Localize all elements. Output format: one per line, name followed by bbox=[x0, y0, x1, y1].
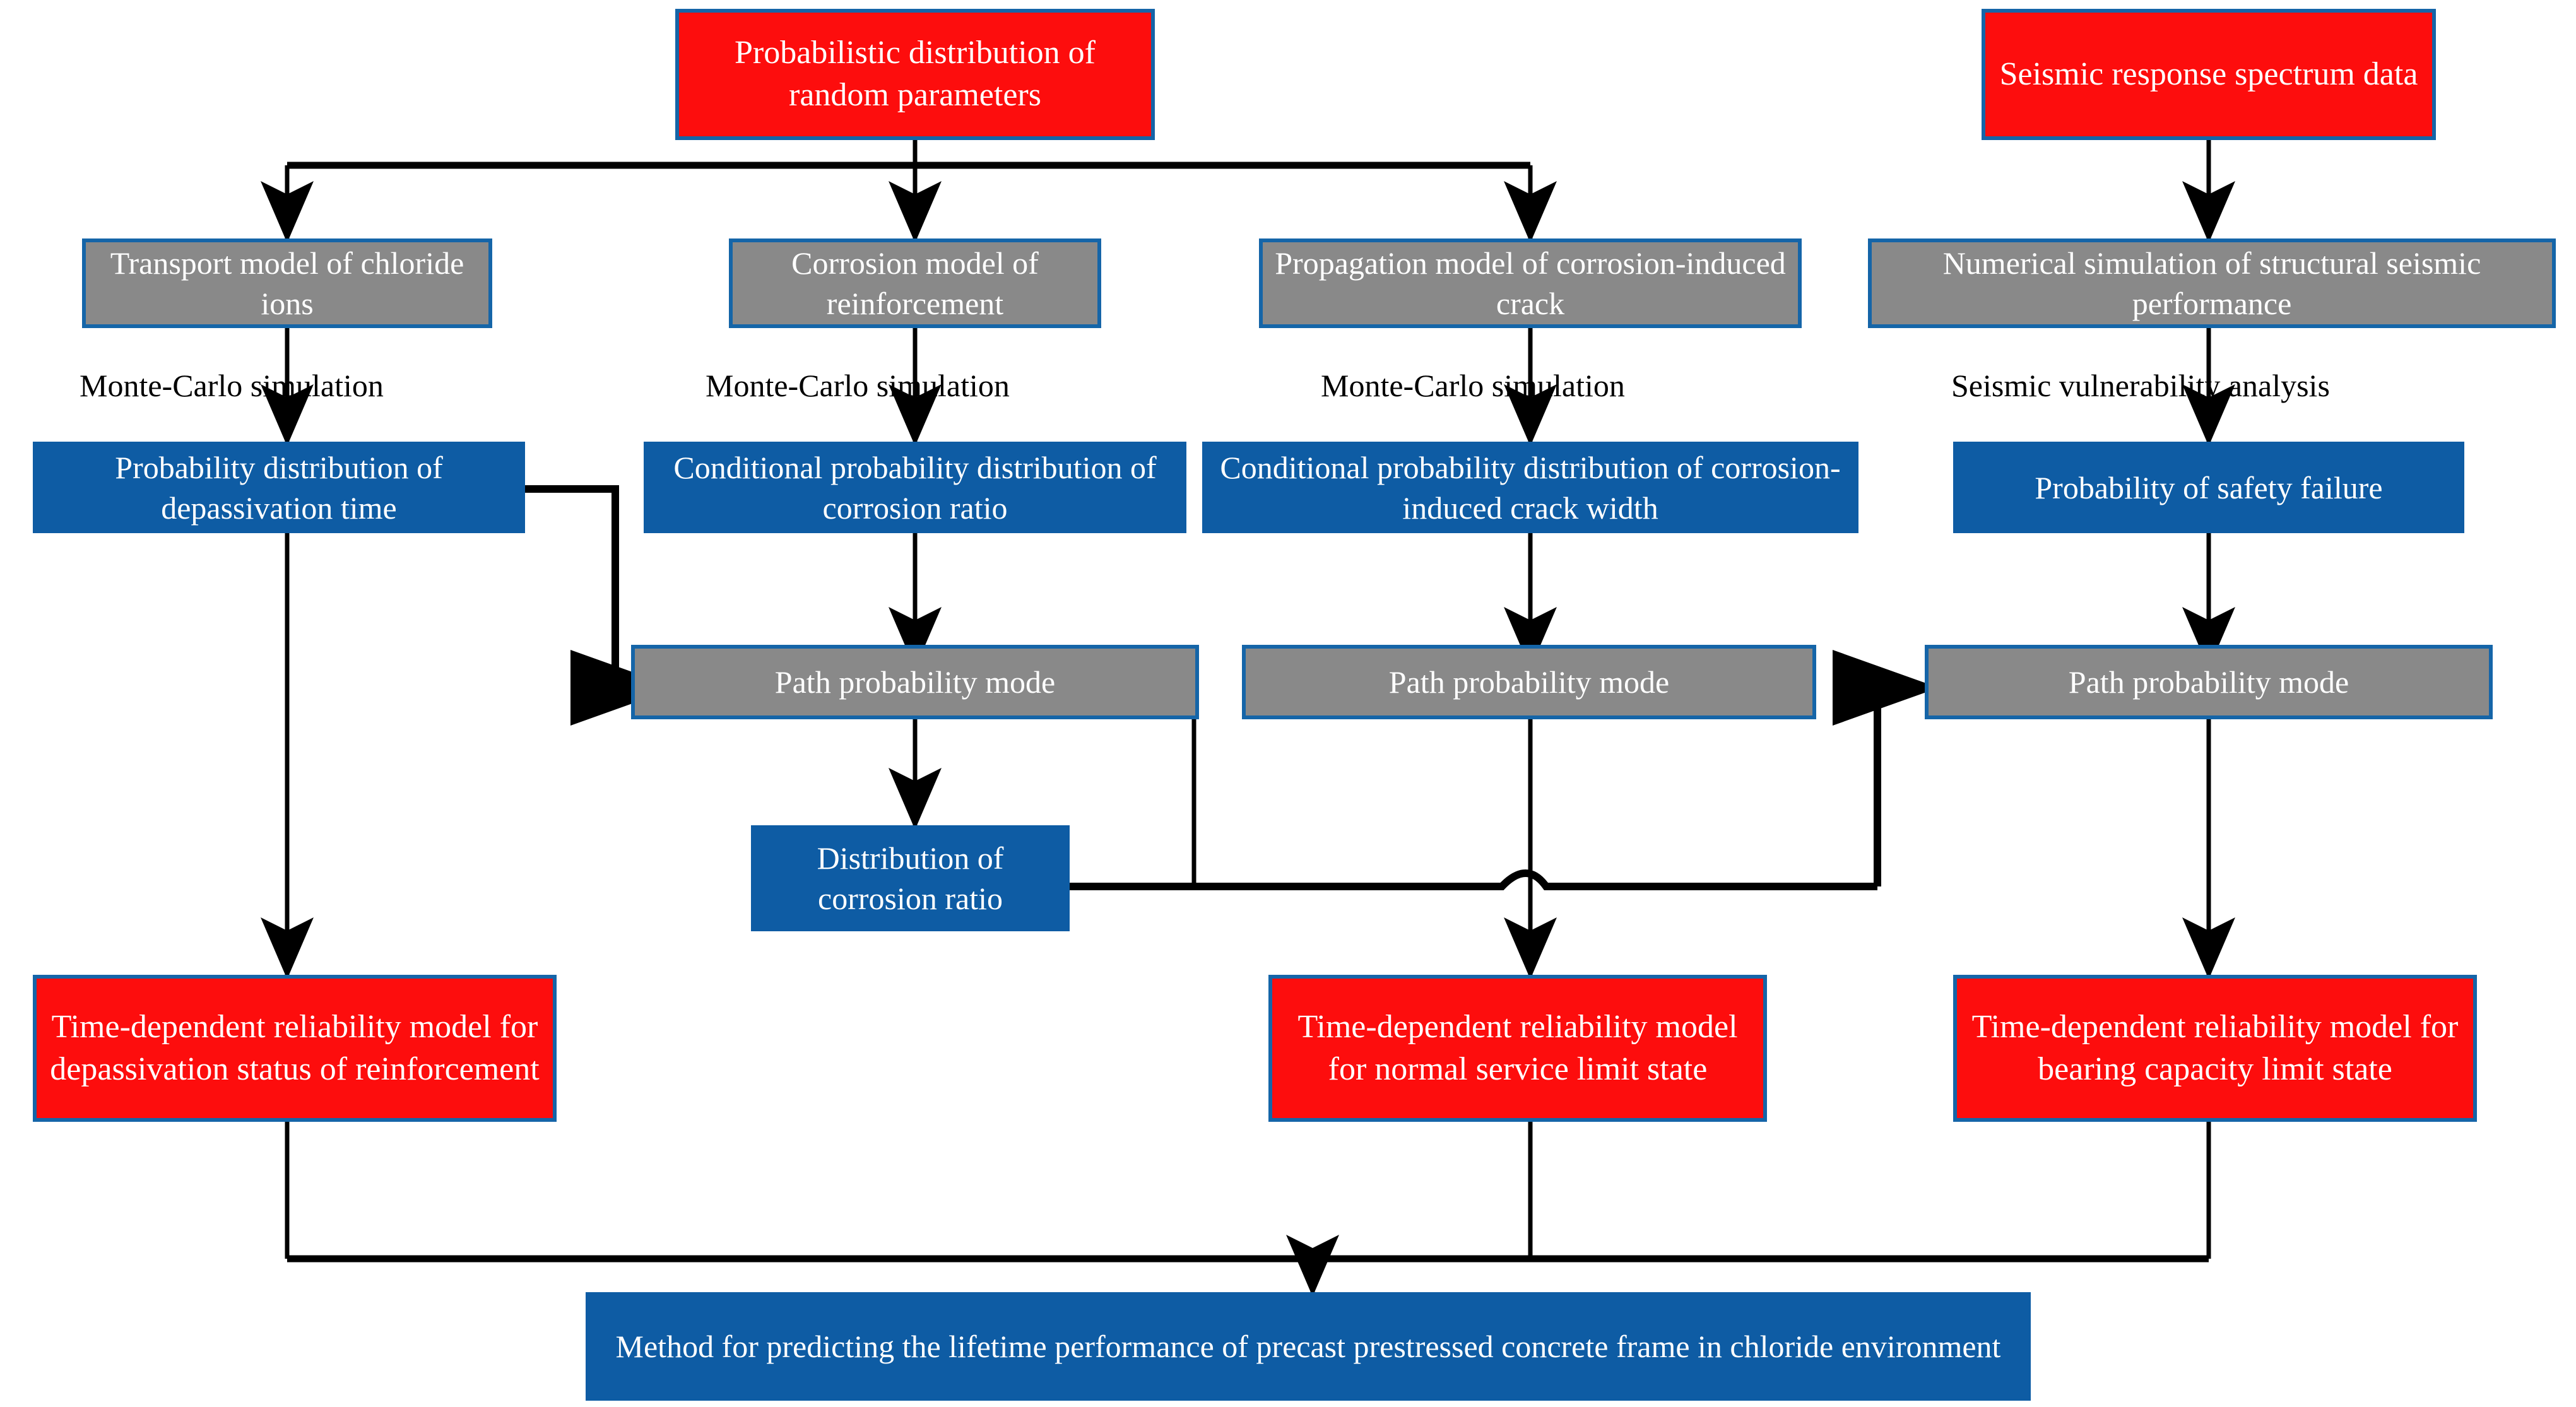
node-label: Path probability mode bbox=[2068, 664, 2349, 700]
node-path-probability-mode-2[interactable]: Path probability mode bbox=[1242, 645, 1816, 719]
label-seismic-vulnerability: Seismic vulnerability analysis bbox=[1951, 368, 2330, 403]
node-safety-failure[interactable]: Probability of safety failure bbox=[1953, 442, 2464, 533]
node-crack-width-conditional[interactable]: Conditional probability distribution of … bbox=[1202, 442, 1858, 533]
node-reliability-depassivation[interactable]: Time-dependent reliability model for dep… bbox=[33, 975, 557, 1122]
node-probabilistic-distribution[interactable]: Probabilistic distribution of random par… bbox=[675, 9, 1155, 140]
node-label: Probabilistic distribution of random par… bbox=[735, 35, 1096, 113]
node-label: Probability distribution of depassivatio… bbox=[115, 449, 443, 526]
label-monte-carlo-1: Monte-Carlo simulation bbox=[80, 368, 384, 403]
node-label: Time-dependent reliability model for nor… bbox=[1297, 1008, 1738, 1087]
node-label: Probability of safety failure bbox=[2035, 469, 2383, 505]
edge-distribution-bus bbox=[1070, 869, 1877, 890]
node-path-probability-mode-1[interactable]: Path probability mode bbox=[631, 645, 1199, 719]
node-label: Path probability mode bbox=[1388, 664, 1670, 700]
node-path-probability-mode-3[interactable]: Path probability mode bbox=[1925, 645, 2493, 719]
node-depassivation-time[interactable]: Probability distribution of depassivatio… bbox=[33, 442, 525, 533]
node-label: Time-dependent reliability model for dep… bbox=[50, 1008, 540, 1087]
node-label: Method for predicting the lifetime perfo… bbox=[615, 1329, 2001, 1364]
node-label: Corrosion model of reinforcement bbox=[791, 245, 1039, 321]
node-propagation-model[interactable]: Propagation model of corrosion-induced c… bbox=[1259, 238, 1802, 328]
node-numerical-simulation[interactable]: Numerical simulation of structural seism… bbox=[1868, 238, 2556, 328]
node-corrosion-model[interactable]: Corrosion model of reinforcement bbox=[729, 238, 1101, 328]
node-label: Seismic response spectrum data bbox=[1999, 56, 2418, 92]
node-label: Distribution of corrosion ratio bbox=[817, 840, 1004, 916]
node-corrosion-ratio-conditional[interactable]: Conditional probability distribution of … bbox=[644, 442, 1186, 533]
label-monte-carlo-2: Monte-Carlo simulation bbox=[706, 368, 1010, 403]
node-reliability-bearing-capacity[interactable]: Time-dependent reliability model for bea… bbox=[1953, 975, 2477, 1122]
node-label: Path probability mode bbox=[774, 664, 1056, 700]
node-lifetime-method[interactable]: Method for predicting the lifetime perfo… bbox=[586, 1292, 2031, 1401]
node-distribution-corrosion-ratio[interactable]: Distribution of corrosion ratio bbox=[751, 825, 1070, 931]
node-label: Conditional probability distribution of … bbox=[1220, 449, 1841, 526]
node-reliability-normal-service[interactable]: Time-dependent reliability model for nor… bbox=[1268, 975, 1767, 1122]
label-monte-carlo-3: Monte-Carlo simulation bbox=[1321, 368, 1625, 403]
node-label: Conditional probability distribution of … bbox=[673, 449, 1157, 526]
node-seismic-response[interactable]: Seismic response spectrum data bbox=[1982, 9, 2436, 140]
node-label: Transport model of chloride ions bbox=[110, 245, 464, 321]
node-label: Numerical simulation of structural seism… bbox=[1942, 245, 2481, 321]
node-transport-model[interactable]: Transport model of chloride ions bbox=[82, 238, 492, 328]
node-label: Time-dependent reliability model for bea… bbox=[1971, 1008, 2459, 1087]
node-label: Propagation model of corrosion-induced c… bbox=[1275, 245, 1786, 321]
